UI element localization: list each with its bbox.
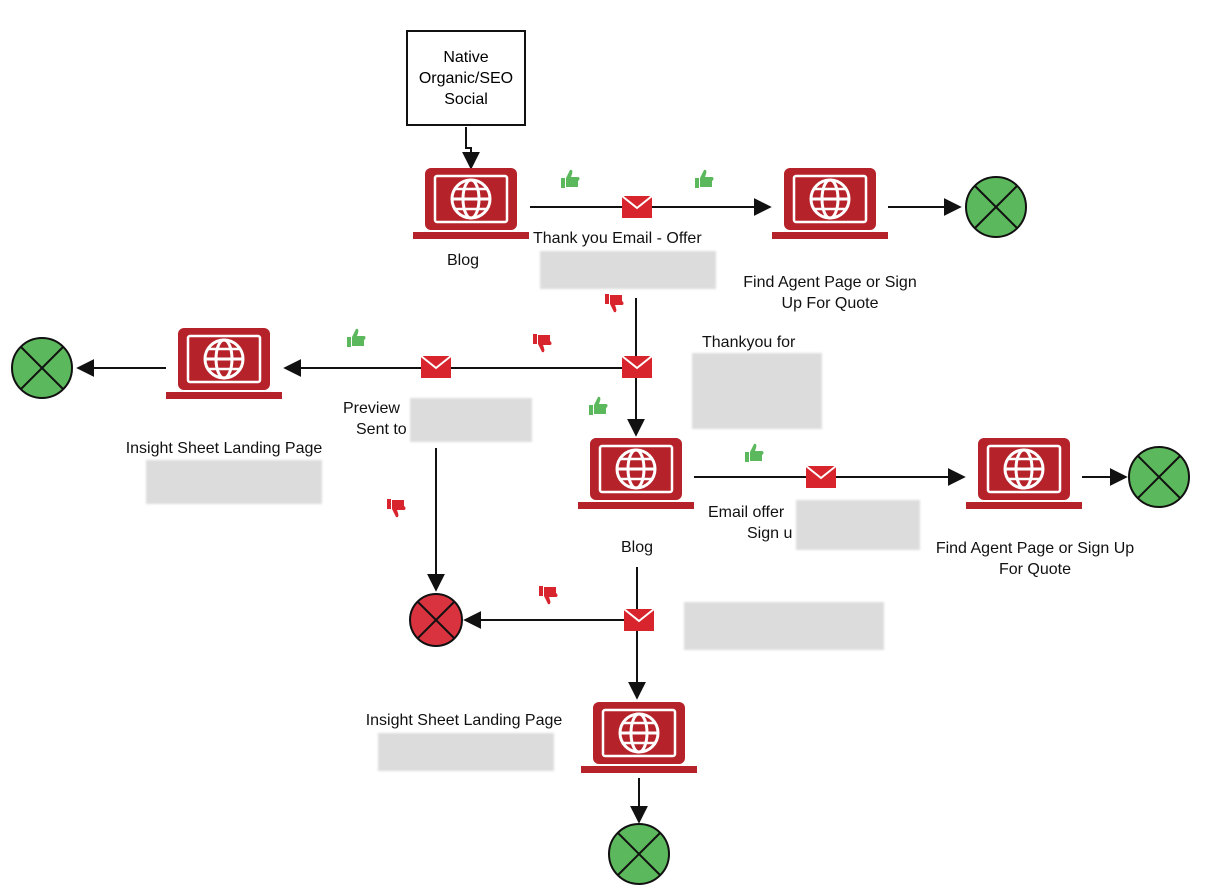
envelope-icon [621, 355, 653, 379]
sign-up-label: Sign u [747, 525, 793, 542]
redacted-text [540, 251, 716, 289]
find-agent-top-laptop-icon [770, 166, 890, 241]
email-offer-label: Email offer [708, 504, 785, 521]
envelope-icon [420, 355, 452, 379]
blog-mid-laptop-icon [576, 436, 696, 511]
insight-bottom-label: Insight Sheet Landing Page [365, 712, 563, 729]
green-x-circle-icon [1128, 446, 1190, 508]
thumbs-down-icon [533, 334, 552, 353]
redacted-text [796, 500, 920, 550]
blog-mid-label: Blog [620, 539, 654, 556]
redacted-text [146, 460, 322, 504]
blog-top-label: Blog [446, 252, 480, 269]
connectors [76, 127, 1128, 824]
redacted-text [684, 602, 884, 650]
insight-left-label: Insight Sheet Landing Page [125, 440, 323, 457]
thumbs-up-icon [745, 443, 764, 462]
green-x-circle-icon [11, 337, 73, 399]
redacted-text [378, 733, 554, 771]
envelope-icon [623, 608, 655, 632]
green-x-circle-icon [608, 823, 670, 885]
find-agent-right-laptop-icon [964, 436, 1084, 511]
blog-top-laptop-icon [411, 166, 531, 241]
preview-label: Preview [343, 400, 400, 417]
connector-source-to-blog [462, 127, 480, 170]
thumbs-down-icon [387, 499, 406, 518]
thumbs-up-icon [347, 328, 366, 347]
thumbs-down-icon [539, 586, 558, 605]
thumbs-up-icon [561, 169, 580, 188]
find-agent-right-label: Find Agent Page or Sign Up For Quote [935, 540, 1135, 578]
red-x-circle-icon [409, 593, 463, 647]
envelope-icon [805, 465, 837, 489]
insight-left-laptop-icon [164, 326, 284, 401]
thankyou-for-label: Thankyou for [702, 334, 796, 351]
redacted-text [692, 353, 822, 429]
traffic-source-box: Native Organic/SEO Social [406, 30, 526, 126]
thank-you-offer-label: Thank you Email - Offer [533, 230, 702, 247]
redacted-text [410, 398, 532, 442]
green-x-circle-icon [965, 176, 1027, 238]
thumbs-up-icon [589, 396, 608, 415]
thumbs-up-icon [695, 169, 714, 188]
insight-bottom-laptop-icon [579, 700, 699, 775]
traffic-source-label: Native Organic/SEO Social [418, 48, 514, 108]
thumbs-down-icon [605, 294, 624, 313]
find-agent-top-label: Find Agent Page or Sign Up For Quote [743, 274, 917, 312]
envelope-icon [621, 195, 653, 219]
sent-to-label: Sent to [356, 421, 407, 438]
